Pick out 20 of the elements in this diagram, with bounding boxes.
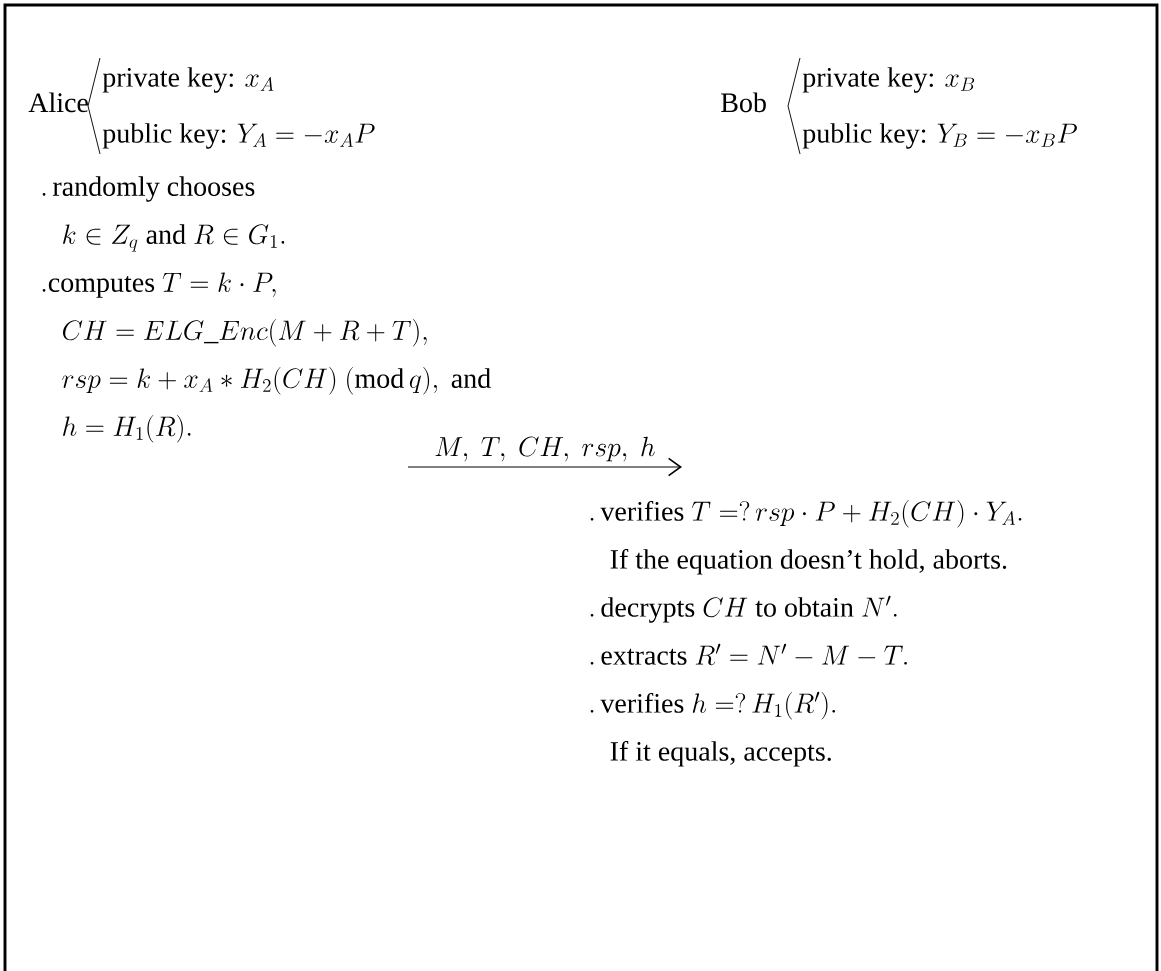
key-formula: $\text{public key: } Y_A = -x_A P$ bbox=[102, 123, 375, 149]
step-line: $rsp = k + x_A * H_2(CH)\ (\mathrm{mod}\, q), \text{ and}$ bbox=[62, 367, 491, 395]
edge-label: $M,\ T,\ CH,\ rsp,\ h$ bbox=[435, 436, 655, 462]
party-name: Alice bbox=[28, 92, 88, 113]
step-line: $\text{If it equals, accepts.}$ bbox=[610, 740, 831, 767]
key-formula: $\text{private key: } x_B$ bbox=[802, 67, 975, 93]
step-line: $.\,\text{verifies } T = ?\, rsp \cdot P + H_2(CH) \cdot Y_A.$ bbox=[590, 499, 1022, 528]
key-formula: $\text{public key: } Y_B = -x_B P$ bbox=[802, 123, 1077, 149]
step-line: $CH = ELG\_Enc(M + R + T),$ bbox=[63, 319, 427, 347]
step-line: $.\text{computes } T = k \cdot P,$ bbox=[42, 272, 276, 298]
step-line: $.\,\text{extracts } R' = N' - M - T.$ bbox=[590, 643, 907, 666]
step-line: $h = H_1(R).$ bbox=[63, 415, 191, 443]
key-formula: $\text{private key: } x_A$ bbox=[102, 67, 274, 93]
step-line: $.\,\text{decrypts } CH \text{ to obtain } N'.$ bbox=[590, 595, 897, 623]
step-line: $.\,\text{verifies } h = ?\, H_1(R').$ bbox=[590, 691, 836, 720]
step-line: $\text{If the equation doesn't hold, aborts.}$ bbox=[610, 548, 1007, 575]
step-line: $.\,\text{randomly chooses}$ bbox=[42, 176, 255, 202]
step-line: $k \in Z_q \text{ and } R \in G_1.$ bbox=[63, 224, 285, 252]
arrow bbox=[407, 457, 682, 477]
party-name: Bob bbox=[721, 92, 766, 113]
